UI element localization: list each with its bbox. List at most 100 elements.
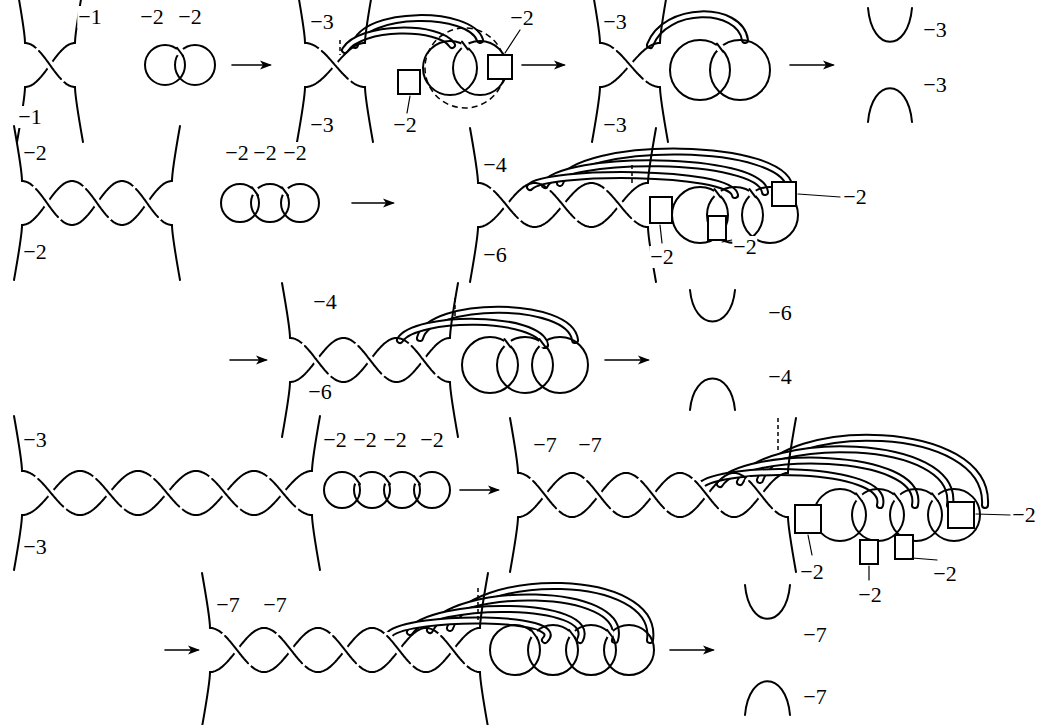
unknot-circle (928, 489, 980, 541)
twist-box (948, 502, 974, 528)
framing-label: −2 (382, 429, 407, 451)
crossing-gap (695, 481, 718, 508)
knot-strand (202, 573, 210, 628)
knot-strand (177, 48, 183, 56)
unknot-circle (251, 184, 289, 222)
knot-strand (38, 479, 63, 507)
knot-strand (894, 493, 900, 501)
crossing-gap (387, 636, 410, 663)
twist-box (772, 182, 796, 206)
framing-label: −3 (922, 74, 947, 96)
dashed-marker (477, 588, 479, 620)
band (390, 620, 548, 640)
knot-strand (480, 672, 488, 725)
framing-label: −3 (922, 19, 947, 41)
framing-label: −3 (309, 11, 334, 33)
crossing-gap (412, 346, 435, 374)
crossing-gap (568, 630, 576, 638)
knot-strand (607, 630, 613, 638)
leader-line (407, 96, 410, 113)
crossing-gap (279, 636, 302, 663)
crossing-gap (587, 481, 610, 508)
knot-strand (480, 573, 488, 628)
knot-strand (412, 346, 435, 374)
knot-strand (212, 479, 237, 507)
crossing-gap (39, 51, 61, 79)
unknot-circle (281, 184, 319, 222)
knot-strand (172, 126, 180, 181)
unknot-circle (532, 337, 588, 393)
arrow-head (256, 356, 268, 365)
knot-strand (22, 181, 172, 225)
knot-strand (750, 189, 756, 197)
leader-line (976, 514, 1010, 515)
crossing-gap (749, 481, 772, 508)
knot-strand (305, 43, 365, 87)
band (530, 175, 735, 195)
unknot-circle (221, 184, 259, 222)
crossing-gap (212, 479, 237, 507)
framing-label: −6 (767, 302, 792, 324)
unknot-circle (604, 625, 654, 675)
knot-strand (551, 191, 575, 218)
framing-label: −6 (307, 381, 332, 403)
crossing-gap (607, 191, 631, 218)
knot-strand (660, 0, 668, 43)
arrow-head (488, 486, 500, 495)
leader-line (808, 535, 812, 555)
knot-strand (25, 43, 75, 87)
knot-strand (592, 0, 600, 43)
crossing-gap (86, 189, 108, 217)
crossing-gap (358, 346, 381, 374)
knot-strand (592, 87, 600, 142)
leader-line (798, 194, 840, 197)
crossing-gap (551, 191, 575, 218)
knot-strand (494, 191, 518, 218)
knot-strand (660, 87, 668, 142)
knot-strand (569, 630, 575, 638)
crossing-gap (749, 189, 757, 197)
crossing-gap (38, 479, 63, 507)
knot-strand (518, 473, 788, 517)
knot-strand (450, 283, 458, 338)
knot-strand (136, 189, 158, 217)
crossing-gap (154, 479, 179, 507)
framing-label: −2 (224, 142, 249, 164)
crossing-gap (714, 189, 722, 197)
framing-label: −2 (252, 142, 277, 164)
framing-label: −2 (282, 142, 307, 164)
crossing-gap (504, 339, 512, 347)
band (390, 620, 548, 640)
knot-strand (172, 225, 180, 280)
crossing-gap (322, 51, 348, 79)
leader-line (868, 566, 869, 580)
framing-label: −2 (932, 563, 957, 585)
knot-strand (25, 43, 75, 87)
framing-label: −2 (419, 429, 444, 451)
arrow-head (554, 61, 566, 70)
crossing-gap (305, 346, 328, 374)
crossing-gap (617, 51, 643, 79)
knot-strand (868, 8, 912, 42)
knot-strand (617, 51, 643, 79)
framing-label: −7 (577, 434, 602, 456)
knot-strand (270, 479, 295, 507)
framing-label: −4 (482, 154, 507, 176)
knot-strand (305, 346, 328, 374)
framing-label: −2 (649, 246, 674, 268)
knot-strand (17, 0, 25, 43)
knot-strand (518, 473, 788, 517)
unknot-circle (710, 40, 770, 100)
framing-label: −3 (22, 536, 47, 558)
framing-label: −1 (17, 106, 42, 128)
crossing-gap (441, 636, 464, 663)
framing-label: −2 (352, 429, 377, 451)
band (530, 175, 735, 195)
framing-label: −2 (1011, 504, 1036, 526)
unknot-circle (566, 625, 616, 675)
twist-box (650, 197, 672, 223)
framing-label: −2 (322, 429, 347, 451)
knot-strand (312, 416, 320, 471)
knot-strand (86, 189, 108, 217)
arrow-head (260, 61, 272, 70)
